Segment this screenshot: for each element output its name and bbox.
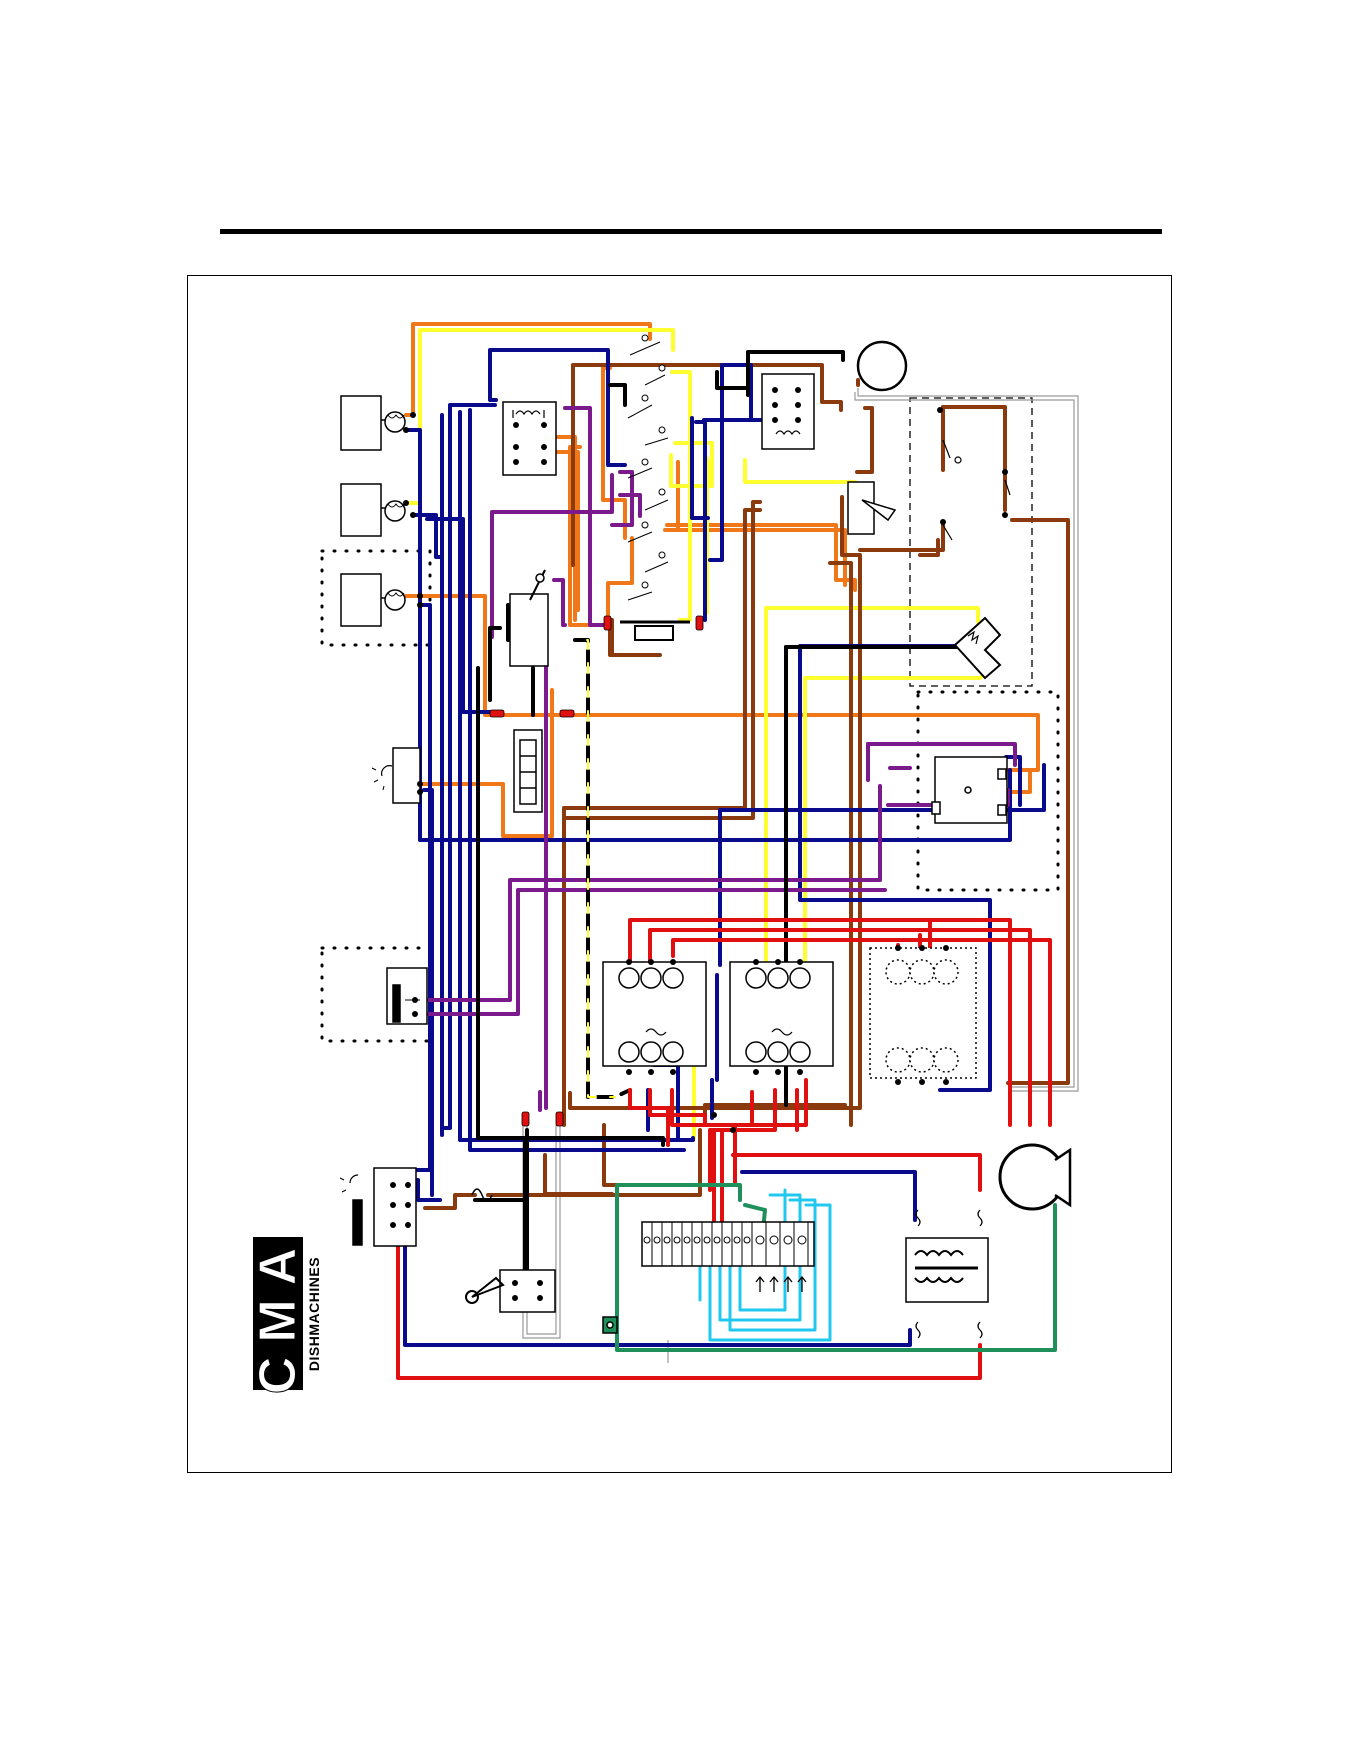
rocker-switch-icon	[387, 968, 427, 1024]
thermostat-switches	[943, 440, 1010, 540]
thermostat-icon	[848, 482, 895, 534]
lamp-icon	[341, 484, 405, 536]
motor-icon	[1000, 1145, 1070, 1209]
door-switch-icon	[466, 1270, 555, 1312]
lamp-icon	[341, 396, 405, 450]
relay-icon	[514, 730, 542, 812]
motor-icon	[858, 342, 906, 390]
contactor-icon	[730, 962, 833, 1066]
lamp-icon	[372, 748, 420, 803]
contactor-icon	[870, 948, 976, 1078]
relay-icon	[762, 374, 814, 449]
rocker-switch-icon	[510, 570, 548, 666]
relay-icon	[503, 402, 556, 475]
logo-subtitle: DISHMACHINES	[306, 1257, 322, 1371]
contactor-icon	[603, 962, 706, 1066]
brand-logo: CMA DISHMACHINES	[249, 1234, 322, 1394]
lamp-icon	[341, 574, 405, 626]
ground-icon	[603, 1317, 617, 1333]
relay-icon	[932, 757, 1007, 823]
float-switch-icon	[635, 626, 673, 640]
rocker-switch-icon	[340, 1168, 416, 1246]
transformer-icon	[906, 1210, 988, 1338]
green-wires	[617, 1185, 1055, 1350]
heater-icon	[955, 618, 1000, 678]
terminal-block-icon	[642, 1222, 814, 1292]
logo-brand: CMA	[249, 1234, 307, 1394]
wires	[390, 324, 1068, 1378]
